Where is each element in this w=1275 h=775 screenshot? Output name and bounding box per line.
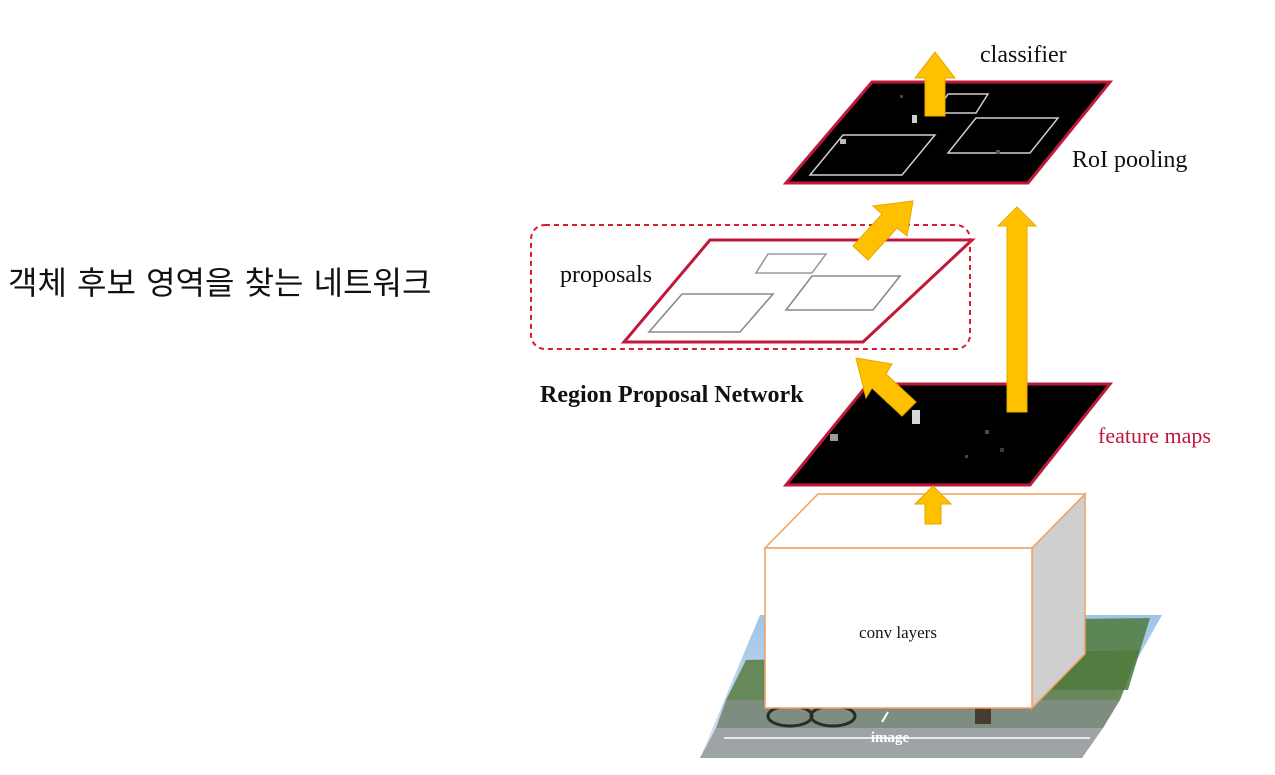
conv-box-front-face: [764, 547, 1033, 709]
proposals-layer: [620, 238, 976, 344]
feature-maps-to-proposals-arrow: [855, 357, 917, 417]
conv-layers-box: [763, 492, 1087, 710]
image-label: image: [871, 730, 910, 746]
proposal-box-right: [784, 275, 902, 311]
feature-maps-layer: [782, 382, 1114, 487]
rpn-dashed-highlight: [530, 224, 971, 350]
classifier-up-arrow: [913, 51, 957, 117]
roi-pooling-layer: [782, 80, 1114, 185]
rpn-korean-annotation: 객체 후보 영역을 찾는 네트워크: [8, 264, 432, 302]
conv-layers-label: conv layers: [859, 623, 937, 642]
proposal-box-small: [754, 253, 828, 274]
proposals-to-roi-arrow: [852, 200, 914, 261]
classifier-label: classifier: [980, 42, 1067, 68]
feature-maps-to-roi-arrow: [996, 206, 1038, 413]
conv-to-feature-maps-arrow: [913, 485, 953, 525]
roi-box-right: [946, 117, 1060, 154]
feature-maps-label: feature maps: [1098, 423, 1211, 448]
roi-box-left: [808, 134, 937, 176]
proposals-label: proposals: [560, 262, 652, 288]
proposal-box-left: [647, 293, 775, 333]
region-proposal-network-label: Region Proposal Network: [540, 382, 804, 408]
roi-pooling-label: RoI pooling: [1072, 147, 1187, 173]
